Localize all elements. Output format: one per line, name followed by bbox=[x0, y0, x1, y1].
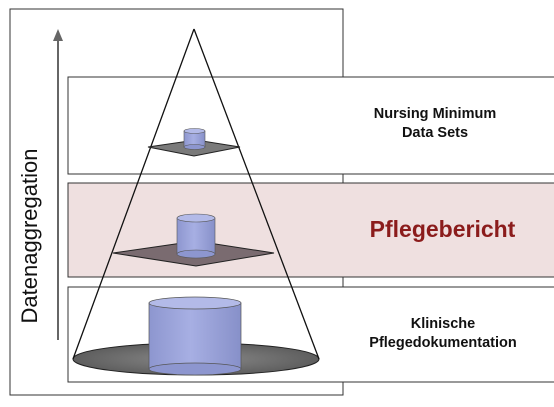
level-box-nursing-minimum-data-sets bbox=[67, 76, 554, 175]
level-label-line: Data Sets bbox=[401, 125, 469, 141]
axis-label: Datenaggregation bbox=[17, 148, 42, 324]
level-label-klinische-pflegedokumentation: Klinische Pflegedokumentation bbox=[338, 315, 548, 353]
level-label-line: Klinische bbox=[410, 316, 476, 332]
axis-arrow-head bbox=[53, 29, 63, 41]
level-label-pflegebericht: Pflegebericht bbox=[335, 214, 550, 244]
cone-edge-left bbox=[72, 28, 195, 360]
top-cylinder bbox=[183, 128, 206, 150]
level-label-line: Pflegedokumentation bbox=[369, 335, 517, 351]
level-label-line: Nursing Minimum bbox=[373, 106, 497, 122]
cone-edge-right bbox=[193, 28, 320, 360]
level-label-nursing-minimum-data-sets: Nursing Minimum Data Sets bbox=[330, 105, 540, 143]
level-label-line-highlight: Pflegebericht bbox=[369, 216, 516, 242]
middle-cylinder bbox=[176, 213, 216, 259]
level-box-pflegebericht bbox=[67, 182, 554, 278]
bottom-cylinder bbox=[148, 296, 242, 376]
